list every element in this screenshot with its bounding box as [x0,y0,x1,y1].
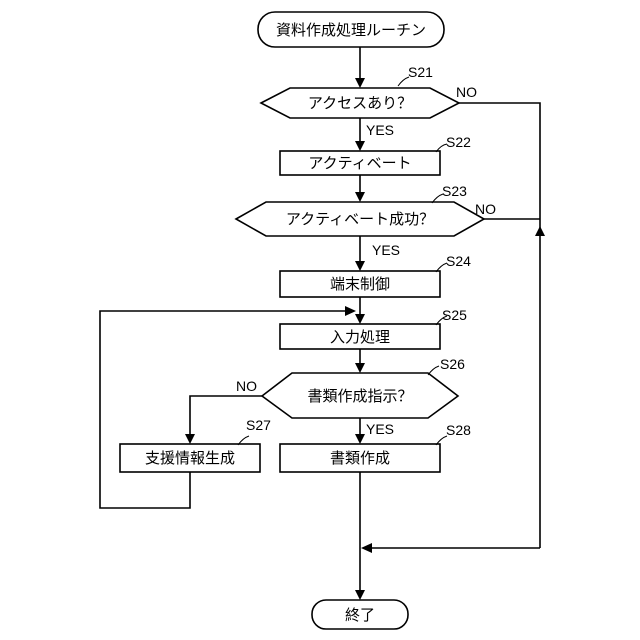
step-label-s25: S25 [442,307,467,323]
decision-s21-label: アクセスあり？ [308,94,412,112]
step-label-s26: S26 [440,356,465,372]
edge-label-s21-yes: YES [366,122,394,138]
arrowhead [185,434,195,444]
arrowhead [355,363,365,373]
arrowhead [355,192,365,202]
decision-s23-label: アクティベート成功？ [286,210,434,228]
step-label-s27: S27 [246,417,271,433]
arrowhead [345,306,356,316]
edge-label-s23-no: NO [475,201,496,217]
step-label-s24: S24 [446,253,471,269]
process-s24-label: 端末制御 [330,275,390,293]
arrowhead [535,226,545,236]
arrowhead [355,590,365,600]
edge-label-s26-no: NO [236,378,257,394]
step-label-s22: S22 [446,134,471,150]
process-s25-label: 入力処理 [330,328,390,346]
arrowhead [355,78,365,88]
step-label-s21: S21 [408,64,433,80]
arrowhead [355,261,365,271]
arrowhead [355,314,365,324]
edge-label-s26-yes: YES [366,421,394,437]
step-label-s28: S28 [446,422,471,438]
end-label: 終了 [345,606,375,624]
process-s27-label: 支援情報生成 [145,449,235,467]
step-label-s23: S23 [442,183,467,199]
arrowhead [355,141,365,151]
start-label: 資料作成処理ルーチン [276,21,426,39]
edge-s21-no [459,103,540,548]
arrowhead [361,543,372,553]
arrowhead [355,434,365,444]
edge-label-s23-yes: YES [372,242,400,258]
decision-s26-label: 書類作成指示？ [307,387,412,405]
process-s28-label: 書類作成 [330,449,390,467]
edge-label-s21-no: NO [456,84,477,100]
process-s22-label: アクティベート [308,154,411,172]
